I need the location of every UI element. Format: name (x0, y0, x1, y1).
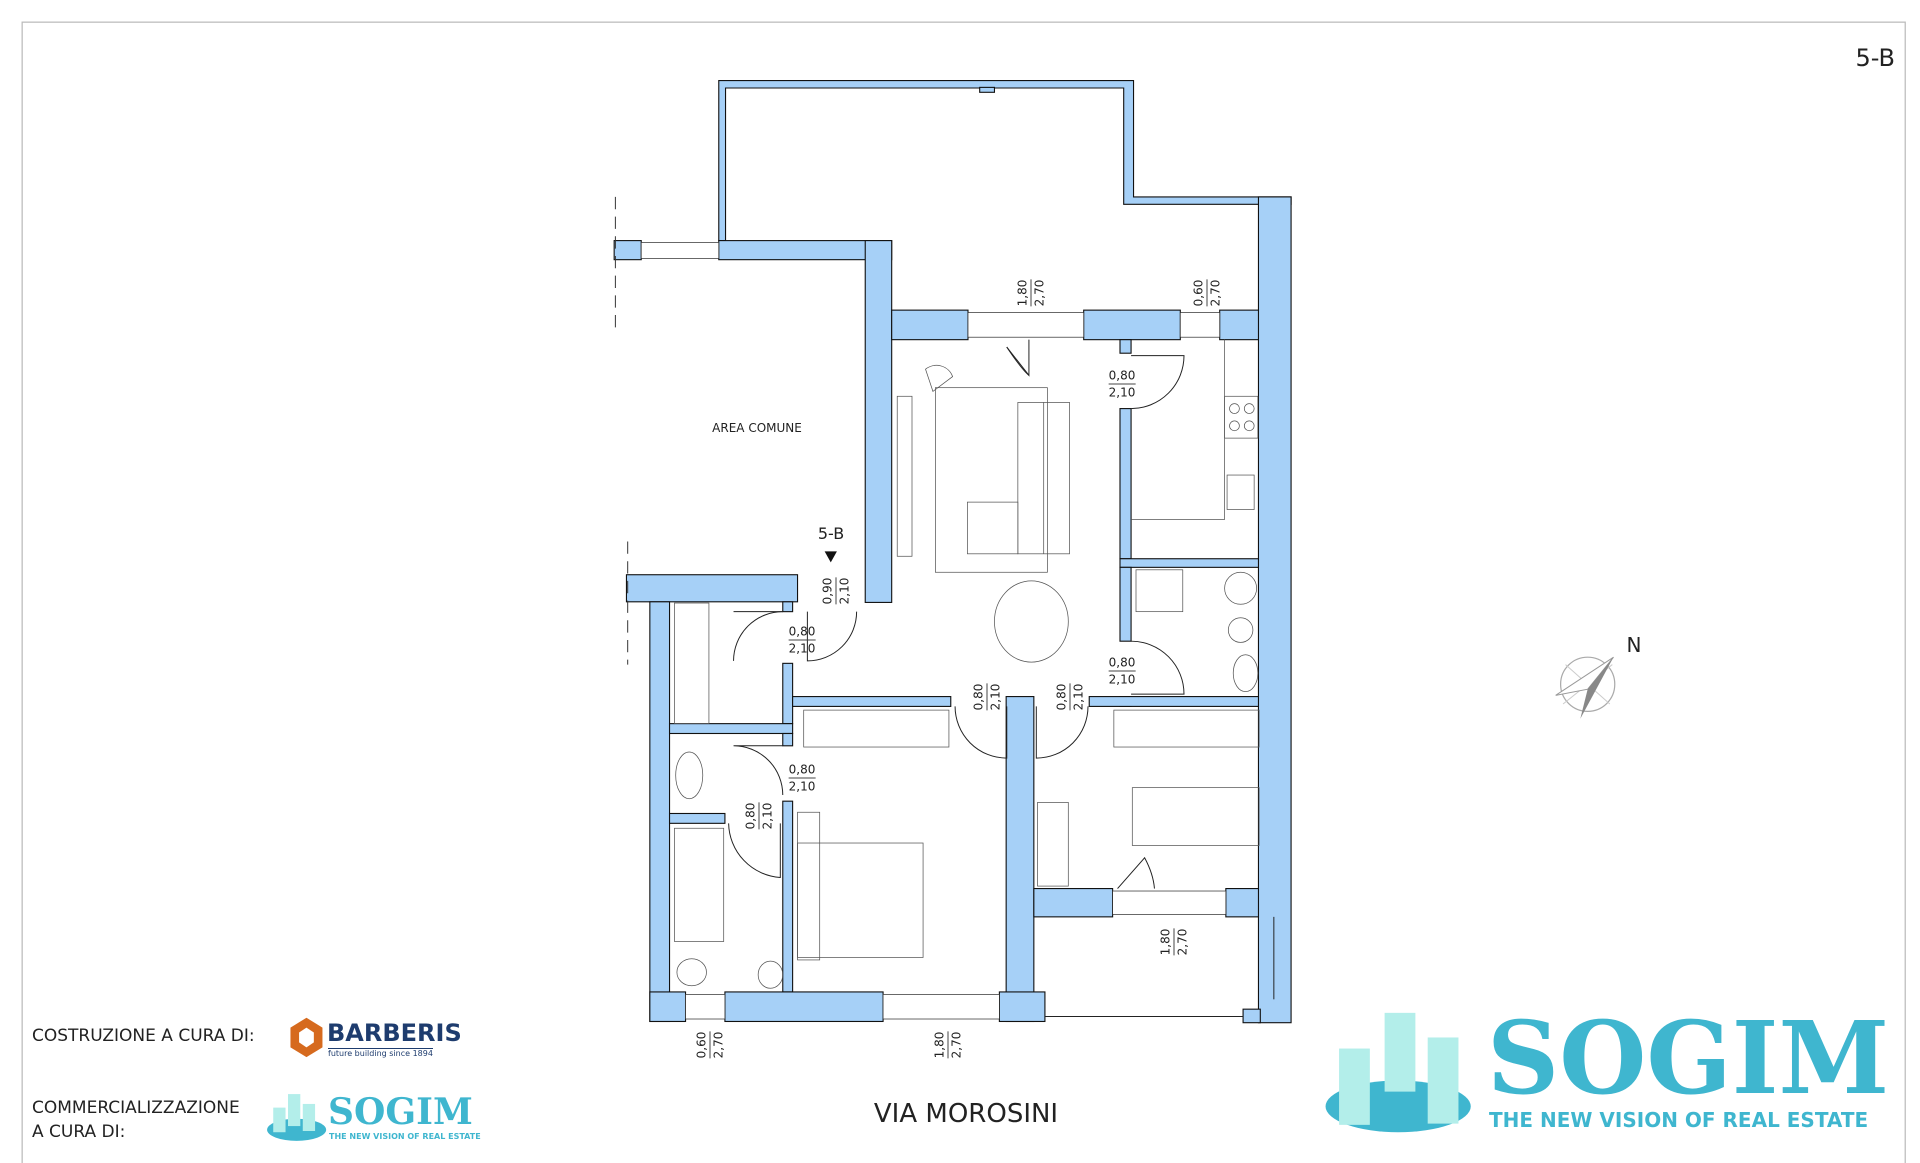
north-label: N (1626, 633, 1642, 657)
single-bed (1131, 787, 1260, 846)
rug (935, 387, 1048, 573)
area-comune-label: AREA COMUNE (712, 421, 802, 435)
marketing-label-line2: A CURA DI: (32, 1122, 126, 1142)
windows (640, 242, 1275, 1020)
barberis-logo-name: BARBERIS (327, 1019, 462, 1047)
entrance-marker-label: 5-B (817, 524, 845, 543)
sink (1226, 474, 1255, 510)
unit-code: 5-B (1855, 44, 1895, 72)
dining-table (994, 580, 1069, 663)
sogim-logo-small-name: SOGIM (328, 1091, 473, 1133)
washbasin (1224, 571, 1257, 605)
toilet (1227, 617, 1254, 643)
bathtub (674, 827, 725, 942)
closet-shelves (674, 602, 710, 725)
sogim-logo-large-name: SOGIM (1487, 999, 1890, 1117)
desk (1037, 802, 1069, 887)
door-swings (728, 339, 1185, 889)
sogim-logo-large-tagline: THE NEW VISION OF REAL ESTATE (1489, 1108, 1869, 1132)
armchair (925, 364, 954, 392)
marketing-label-line1: COMMERCIALIZZAZIONE (32, 1098, 240, 1118)
sogim-logo-small-tagline: THE NEW VISION OF REAL ESTATE (329, 1132, 481, 1141)
entrance-arrow-icon (824, 551, 837, 563)
sheet-frame (21, 21, 1906, 1163)
wardrobe (803, 709, 950, 748)
wardrobe (1113, 709, 1260, 748)
bidet (1232, 654, 1259, 693)
tv-cabinet (896, 395, 913, 557)
street-name: VIA MOROSINI (873, 1099, 1059, 1129)
construction-label: COSTRUZIONE A CURA DI: (32, 1026, 255, 1046)
shower (1135, 569, 1184, 613)
sogim-logo-large-mark (1325, 1012, 1471, 1133)
marketing-label: COMMERCIALIZZAZIONE A CURA DI: (32, 1096, 240, 1144)
furniture (674, 339, 1260, 989)
sogim-logo-small-mark (267, 1094, 327, 1141)
walls (613, 196, 1292, 1024)
barberis-logo-mark (290, 1017, 323, 1058)
barberis-logo-tagline: future building since 1894 (328, 1048, 433, 1058)
